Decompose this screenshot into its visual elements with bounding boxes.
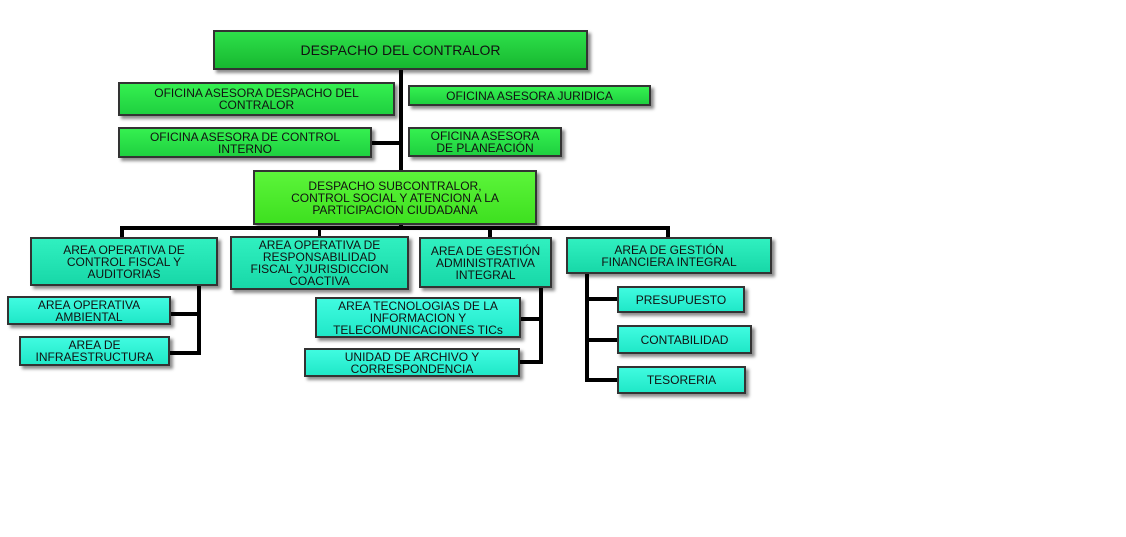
connector-line	[539, 288, 543, 364]
node-oficina-asesora-juridica: OFICINA ASESORA JURIDICA	[408, 85, 651, 106]
connector-line	[197, 286, 201, 355]
connector-line	[585, 378, 618, 382]
node-area-gestion-financiera: AREA DE GESTIÓN FINANCIERA INTEGRAL	[566, 237, 772, 274]
connector-line	[520, 360, 543, 364]
node-area-infraestructura: AREA DE INFRAESTRUCTURA	[19, 336, 170, 366]
node-despacho-subcontralor: DESPACHO SUBCONTRALOR, CONTROL SOCIAL Y …	[253, 170, 537, 225]
node-oficina-planeacion: OFICINA ASESORA DE PLANEACIÓN	[408, 127, 562, 157]
connector-line	[521, 317, 543, 321]
node-oficina-control-interno: OFICINA ASESORA DE CONTROL INTERNO	[118, 127, 372, 158]
connector-line	[372, 141, 402, 145]
node-despacho-contralor: DESPACHO DEL CONTRALOR	[213, 30, 588, 70]
connector-line	[318, 226, 321, 238]
connector-line	[399, 70, 403, 170]
node-contabilidad: CONTABILIDAD	[617, 325, 752, 354]
connector-line	[585, 338, 618, 342]
connector-line	[170, 351, 201, 355]
connector-line	[120, 226, 670, 230]
connector-line	[171, 312, 201, 316]
connector-line	[666, 226, 670, 238]
connector-line	[585, 297, 618, 301]
node-area-ambiental: AREA OPERATIVA AMBIENTAL	[7, 296, 171, 325]
node-tesoreria: TESORERIA	[617, 366, 746, 394]
node-area-gestion-administrativa: AREA DE GESTIÓN ADMINISTRATIVA INTEGRAL	[419, 237, 552, 288]
node-area-responsabilidad-fiscal: AREA OPERATIVA DE RESPONSABILIDAD FISCAL…	[230, 236, 409, 290]
node-area-tics: AREA TECNOLOGIAS DE LA INFORMACION Y TEL…	[315, 297, 521, 338]
node-oficina-asesora-despacho: OFICINA ASESORA DESPACHO DEL CONTRALOR	[118, 82, 395, 116]
connector-line	[585, 274, 589, 382]
connector-line	[488, 226, 492, 238]
node-unidad-archivo: UNIDAD DE ARCHIVO Y CORRESPONDENCIA	[304, 348, 520, 377]
connector-line	[120, 226, 124, 238]
node-area-control-fiscal: AREA OPERATIVA DE CONTROL FISCAL Y AUDIT…	[30, 237, 218, 286]
node-presupuesto: PRESUPUESTO	[617, 286, 745, 313]
